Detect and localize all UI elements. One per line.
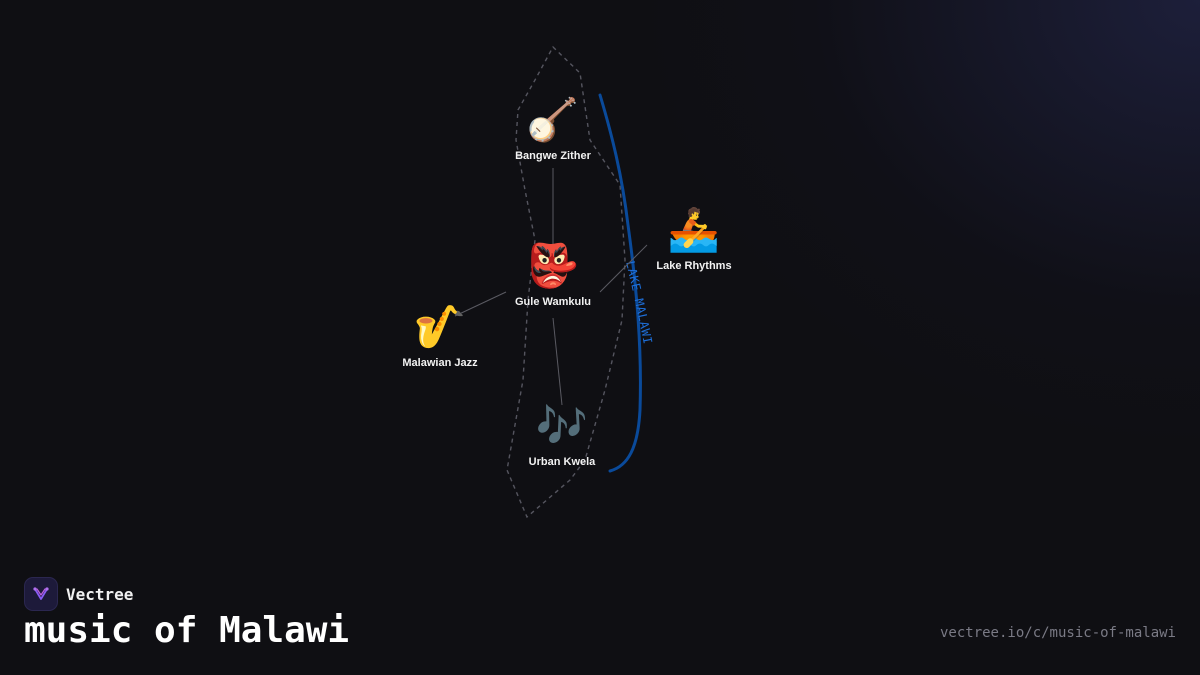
banjo-icon: 🪕 xyxy=(526,95,580,144)
connection-lines xyxy=(454,168,648,406)
node-jazz[interactable]: 🎷 Malawian Jazz xyxy=(360,302,520,370)
node-label: Lake Rhythms xyxy=(656,260,732,272)
page-url[interactable]: vectree.io/c/music-of-malawi xyxy=(939,625,1176,641)
brand-name: Vectree xyxy=(66,584,134,604)
node-kwela[interactable]: 🎶 Urban Kwela xyxy=(482,401,642,469)
brand: Vectree xyxy=(24,577,133,611)
goblin-mask-icon: 👺 xyxy=(526,241,580,290)
page-title: music of Malawi xyxy=(24,610,350,651)
rowboat-icon: 🚣 xyxy=(667,205,721,254)
vectree-logo-icon xyxy=(24,577,58,611)
edge-gule-lake xyxy=(599,244,648,293)
saxophone-icon: 🎷 xyxy=(413,302,467,351)
lake-malawi-shoreline xyxy=(598,93,642,473)
node-bangwe[interactable]: 🪕 Bangwe Zither xyxy=(473,95,633,163)
node-label: Malawian Jazz xyxy=(402,357,478,369)
node-label: Urban Kwela xyxy=(528,456,596,468)
node-label: Gule Wamkulu xyxy=(515,296,591,308)
music-notes-icon: 🎶 xyxy=(535,401,589,450)
malawi-border xyxy=(506,45,626,519)
edge-gule-kwela xyxy=(552,317,563,406)
node-label: Bangwe Zither xyxy=(515,150,591,162)
node-gule[interactable]: 👺 Gule Wamkulu xyxy=(473,241,633,309)
edge-gule-jazz xyxy=(454,291,507,317)
node-lake[interactable]: 🚣 Lake Rhythms xyxy=(614,205,774,273)
